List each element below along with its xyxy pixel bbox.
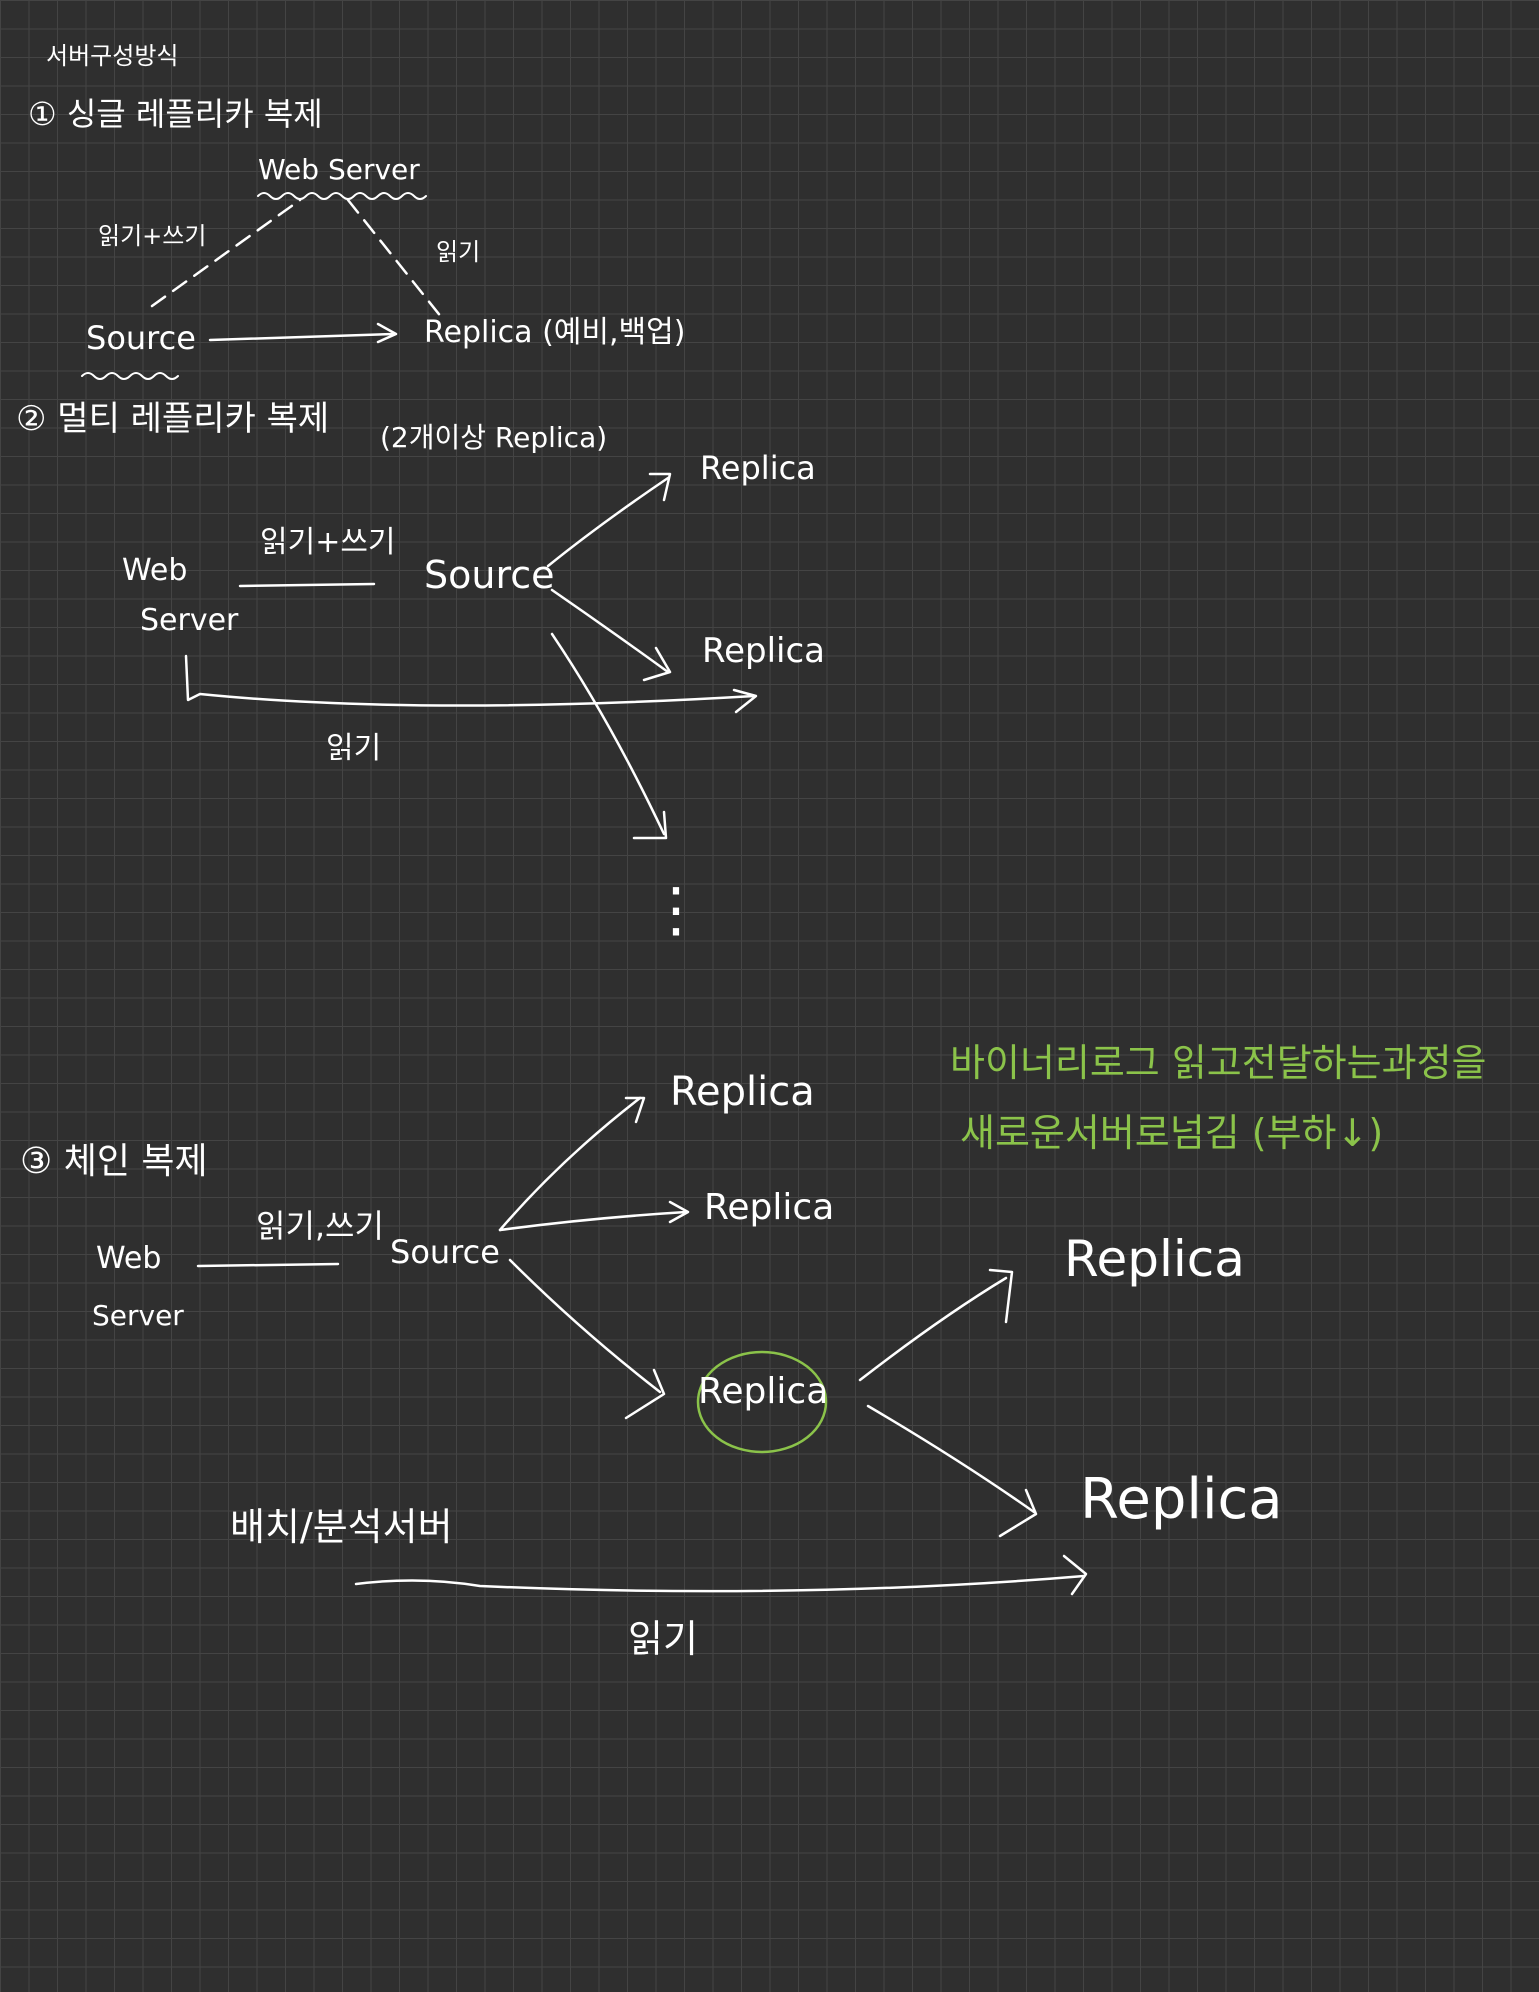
web-node: Web — [96, 1241, 162, 1276]
replica-node: Replica — [700, 449, 816, 487]
ellipsis: ⋮ — [646, 875, 706, 945]
replica-node: Replica — [704, 1187, 835, 1228]
source-to-replica-2-edge — [550, 588, 670, 674]
section-2-note: (2개이상 Replica) — [380, 421, 608, 454]
chain-replica-to-replica-5-edge — [866, 1404, 1036, 1514]
replica-node: Replica — [702, 631, 826, 671]
page-title: 서버구성방식 — [46, 42, 179, 70]
highlighted-replica-node: Replica — [698, 1371, 829, 1412]
chain-source-to-replica-3-edge — [508, 1258, 662, 1394]
read-label: 읽기 — [436, 238, 481, 266]
read-dashed-edge — [346, 198, 444, 320]
web-to-replica-read-arrowhead — [732, 688, 758, 714]
read-write-label: 읽기+쓰기 — [260, 525, 396, 560]
source-underline-squiggle — [81, 372, 179, 380]
source-node: Source — [424, 553, 555, 597]
highlight-circle — [696, 1350, 828, 1454]
section-3-heading: ③ 체인 복제 — [20, 1141, 208, 1182]
batch-read-edge — [354, 1574, 1086, 1593]
batch-read-arrowhead — [1062, 1554, 1088, 1596]
section-1-heading: ① 싱글 레플리카 복제 — [28, 95, 323, 133]
read-write-label: 읽기+쓰기 — [98, 222, 207, 250]
chain-source-to-replica-2-arrowhead — [668, 1200, 690, 1224]
chain-source-to-replica-2-edge — [498, 1210, 688, 1232]
read-write-dashed-edge — [150, 198, 302, 308]
chain-web-to-source-edge — [196, 1262, 340, 1268]
source-to-replica-1-edge — [546, 476, 670, 568]
read-label: 읽기 — [628, 1617, 698, 1661]
web-server-underline-squiggle — [257, 192, 427, 200]
source-to-replica-edge — [208, 332, 396, 342]
web-server-node: Web Server — [258, 153, 420, 186]
chain-source-to-replica-1-edge — [498, 1096, 642, 1232]
chain-source-to-replica-3-arrowhead — [624, 1368, 666, 1420]
section-2-heading: ② 멀티 레플리카 복제 — [16, 399, 330, 439]
replica-node: Replica (예비,백업) — [424, 315, 686, 350]
chain-replica-to-replica-4-arrowhead — [988, 1268, 1014, 1324]
read-label: 읽기 — [326, 731, 382, 766]
source-to-replica-n-arrowhead — [632, 810, 668, 840]
chain-source-to-replica-1-arrowhead — [624, 1096, 646, 1124]
source-to-replica-n-edge — [550, 632, 666, 836]
server-node: Server — [140, 603, 239, 638]
chain-note-line-2: 새로운서버로넘김 (부하↓) — [960, 1111, 1384, 1155]
replica-node: Replica — [1064, 1230, 1245, 1288]
source-to-replica-arrowhead — [376, 322, 398, 344]
web-node: Web — [122, 553, 188, 588]
chain-replica-to-replica-5-arrowhead — [998, 1488, 1038, 1538]
replica-node: Replica — [670, 1069, 815, 1115]
replica-node: Replica — [1080, 1467, 1283, 1532]
chain-replica-to-replica-4-edge — [858, 1276, 1008, 1382]
chain-note-line-1: 바이너리로그 읽고전달하는과정을 — [950, 1041, 1487, 1085]
server-node: Server — [92, 1299, 184, 1332]
source-node: Source — [86, 319, 196, 357]
source-to-replica-1-arrowhead — [648, 472, 672, 502]
read-write-label: 읽기,쓰기 — [256, 1207, 384, 1245]
batch-server-node: 배치/분석서버 — [230, 1505, 453, 1549]
web-to-replica-read-edge — [184, 654, 756, 707]
source-to-replica-2-arrowhead — [642, 646, 672, 682]
source-node: Source — [390, 1233, 500, 1271]
web-to-source-edge — [238, 582, 376, 588]
